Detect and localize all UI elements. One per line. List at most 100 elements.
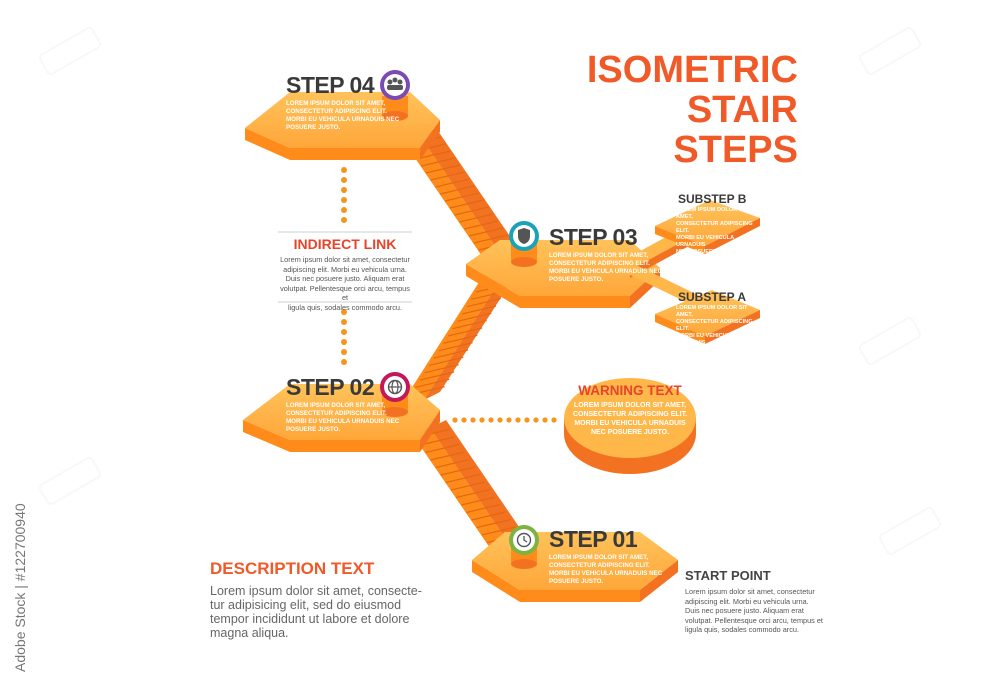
title-line-1: ISOMETRIC [586,49,798,91]
shield-icon [509,221,539,251]
stair-tread [461,496,496,506]
stair-tread [440,185,475,195]
stair-tread [420,157,456,167]
stair-tread [449,199,484,209]
indirect-link-heading: INDIRECT LINK [293,236,397,252]
stair-tread [476,518,511,529]
start-point-line: ligula quis, sodales commodo arcu. [685,625,799,634]
stair-tread [435,178,470,188]
substep-b-line: MORBI EU VEHICULA URNADUIS [676,235,734,248]
stair-tread [450,481,486,491]
step-02-line: MORBI EU VEHICULA URNADUIS NEC [286,418,400,425]
stair-tread [430,171,465,181]
step-02-text: LOREM IPSUM DOLOR SIT AMET, CONSECTETUR … [286,402,406,434]
stair-tread [468,227,504,237]
step-02-line: CONSECTETUR ADIPISCING ELIT. [286,410,387,417]
description-heading: DESCRIPTION TEXT [210,559,375,578]
substep-a-line: LOREM IPSUM DOLOR SIT AMET, [676,305,748,318]
stair-tread [419,371,455,381]
stair-tread [463,220,499,230]
substep-b-text: LOREM IPSUM DOLOR SIT AMET, CONSECTETUR … [676,207,756,256]
description-line: tempor incididunt ut labore et dolore [210,612,410,626]
watermark-pattern [38,26,942,556]
warning-line: MORBI EU VEHICULA URNADUIS [574,420,686,427]
step-03-label: STEP 03 [549,224,638,250]
stair-tread [433,349,469,359]
stair-tread [466,298,501,308]
indirect-link-line: ligula quis, sodales commodo arcu. [288,302,402,312]
indirect-link-line: Lorem ipsum dolor sit amet, consectetur [280,255,410,264]
warning-ellipse [564,378,696,474]
step-03-line: CONSECTETUR ADIPISCING ELIT. [549,260,650,267]
description-text: Lorem ipsum dolor sit amet, consecte- tu… [210,584,450,640]
step-04-line: POSUERE JUSTO. [286,124,341,131]
indirect-link-line: adipiscing elit. Morbi eu vehicula urna. [283,264,407,274]
stair-tread [457,312,492,322]
stair-tread [425,164,461,174]
stair-tread [459,213,494,223]
stair-tread [425,443,460,454]
stair-tread [466,503,501,514]
people-icon [380,70,410,100]
step-01-line: CONSECTETUR ADIPISCING ELIT. [549,562,650,569]
stair-tread [447,327,483,337]
stair-tread [481,526,516,536]
start-point-line: Lorem ipsum dolor sit amet, consectetur [685,587,815,596]
stair-tread [429,356,464,366]
step-03-line: MORBI EU VEHICULA URNADUIS NEC [549,268,663,275]
substep-b-label: SUBSTEP B [678,192,747,206]
stair-tread [420,436,455,446]
step-04-line: MORBI EU VEHICULA URNADUIS NEC [286,116,400,123]
start-point-line: Duis nec posuere justo. Aliquam erat [685,606,804,615]
indirect-link-dots [341,167,347,365]
indirect-link-text: Lorem ipsum dolor sit amet, consectetur … [278,255,412,312]
step-03-text: LOREM IPSUM DOLOR SIT AMET, CONSECTETUR … [549,252,669,284]
substep-b-line: NEC POSUERE JUSTO. [676,249,739,255]
warning-line: CONSECTETUR ADIPISCING ELIT. [572,411,688,418]
globe-icon [380,372,410,402]
step-03-line: LOREM IPSUM DOLOR SIT AMET, [549,252,649,259]
pillar-step-04 [382,96,408,121]
warning-line: NEC POSUERE JUSTO. [590,429,670,436]
stair-tread [416,150,451,160]
platform-substep-a [655,290,760,344]
warning-link-dots [452,417,557,423]
stair-tread [471,511,506,521]
substep-b-line: CONSECTETUR ADIPISCING ELIT. [676,221,753,234]
step-01-label: STEP 01 [549,526,638,552]
title-line-2: STAIR STEPS [673,89,798,171]
stair-tread [424,364,459,374]
stair-tread [452,320,487,330]
stair-tread [435,458,470,469]
start-point-line: volutpat. Pellentesque orci arcu, tempus… [685,615,823,625]
stair-tread [444,192,480,202]
substep-a-line: CONSECTETUR ADIPISCING ELIT. [676,319,753,332]
staircase-step03-to-step04 [400,128,522,262]
page-title: ISOMETRIC STAIR STEPS [560,50,798,170]
indirect-link-box-rules [278,231,412,303]
stair-tread [430,451,465,461]
stair-tread [455,488,491,499]
stair-tread [438,342,473,352]
substep-a-line: NEC POSUERE JUSTO. [676,347,739,353]
start-point-text: Lorem ipsum dolor sit amet, consectetur … [685,587,835,635]
step-03-line: POSUERE JUSTO. [549,276,604,283]
description-line: magna aliqua. [210,626,289,640]
step-01-line: POSUERE JUSTO. [549,578,604,585]
substep-a-label: SUBSTEP A [678,290,747,304]
step-01-line: LOREM IPSUM DOLOR SIT AMET, [549,554,649,561]
substep-a-line: MORBI EU VEHICULA URNADUIS [676,333,734,346]
step-01-text: LOREM IPSUM DOLOR SIT AMET, CONSECTETUR … [549,554,669,586]
stair-tread [415,378,450,388]
stair-tread [440,466,475,476]
description-line: Lorem ipsum dolor sit amet, consecte- [210,584,422,598]
warning-text: LOREM IPSUM DOLOR SIT AMET, CONSECTETUR … [566,401,694,437]
start-point-line: adipiscing elit. Morbi eu vehicula urna. [685,596,809,606]
step-04-label: STEP 04 [286,72,375,98]
stair-tread [443,334,478,344]
indirect-link-line: Duis nec posuere justo. Aliquam erat [285,274,405,283]
substep-b-line: LOREM IPSUM DOLOR SIT AMET, [676,207,748,220]
step-02-label: STEP 02 [286,374,375,400]
step-01-line: MORBI EU VEHICULA URNADUIS NEC [549,570,663,577]
